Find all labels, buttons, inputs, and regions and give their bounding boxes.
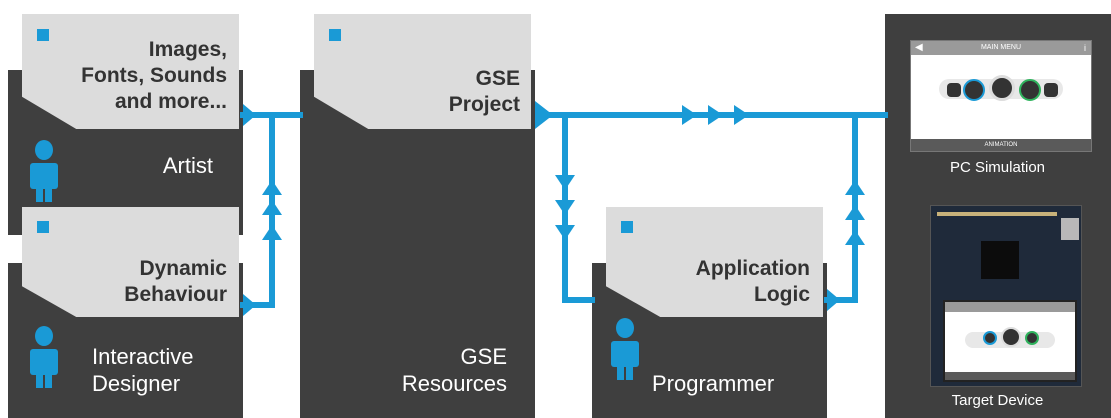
gse-tab-marker xyxy=(329,29,341,41)
target-device-label: Target Device xyxy=(951,392,1044,409)
wire-from-programmer xyxy=(824,112,858,303)
chip xyxy=(981,241,1019,279)
pc-simulation-label: PC Simulation xyxy=(949,159,1046,176)
gse-role-label: GSE Resources xyxy=(401,344,507,396)
programmer-tab-marker xyxy=(621,221,633,233)
info-icon: i xyxy=(1084,43,1086,53)
programmer-title: Application Logic xyxy=(695,257,810,306)
arrow-down-1 xyxy=(555,175,575,190)
list-icon xyxy=(1044,83,1058,97)
designer-role-label: Interactive Designer xyxy=(92,344,194,396)
pc-screen-titlebar: ◀ MAIN MENU i xyxy=(911,41,1091,55)
pc-simulation-screen: ◀ MAIN MENU i ANIMATION xyxy=(910,40,1092,152)
pc-screen-footer: ANIMATION xyxy=(911,139,1091,151)
artist-role-label: Artist xyxy=(162,153,213,178)
connector xyxy=(1061,218,1079,240)
designer-title-tab xyxy=(22,207,239,317)
board-pins xyxy=(937,212,1057,216)
arrow-programmer-out xyxy=(827,289,840,311)
arrow-up-3 xyxy=(262,225,282,240)
arrow-up-2 xyxy=(262,200,282,215)
designer-tab-marker xyxy=(37,221,49,233)
arrow-down-3 xyxy=(555,225,575,240)
pc-screen-title: MAIN MENU xyxy=(980,44,1022,51)
target-device-screen xyxy=(943,300,1077,382)
arrow-designer-out xyxy=(243,294,256,316)
programmer-person-icon xyxy=(611,318,639,380)
arrow-artist-out xyxy=(243,104,256,126)
arrow-up-5 xyxy=(845,205,865,220)
programmer-title-tab xyxy=(606,207,823,317)
check-icon xyxy=(1019,79,1041,101)
designer-person-icon xyxy=(30,326,58,388)
arrow-up-1 xyxy=(262,180,282,195)
arrow-down-2 xyxy=(555,200,575,215)
gse-title-tab xyxy=(314,14,531,129)
artist-title-tab xyxy=(22,14,239,129)
gear-icon xyxy=(963,79,985,101)
programmer-role-label: Programmer xyxy=(652,371,775,396)
arrow-gse-out xyxy=(535,101,553,129)
arrow-up-4 xyxy=(845,180,865,195)
arrow-right-3 xyxy=(734,105,749,125)
artist-person-icon xyxy=(30,140,58,202)
artist-tab-marker xyxy=(37,29,49,41)
pc-screen-footer-label: ANIMATION xyxy=(984,142,1018,148)
gse-title: GSE Project xyxy=(448,67,520,116)
rocket-icon xyxy=(989,75,1015,101)
arrow-up-6 xyxy=(845,230,865,245)
artist-title: Images, Fonts, Sounds and more... xyxy=(81,38,227,113)
arrow-right-1 xyxy=(682,105,697,125)
menu-icon-left xyxy=(947,83,961,97)
designer-title: Dynamic Behaviour xyxy=(124,257,227,306)
arrow-right-2 xyxy=(708,105,723,125)
back-arrow-icon: ◀ xyxy=(915,42,923,53)
